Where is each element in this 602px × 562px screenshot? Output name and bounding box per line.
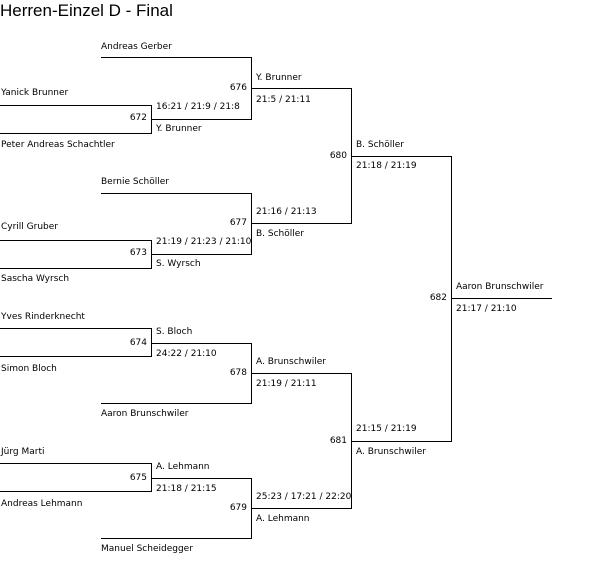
match-number: 675	[129, 473, 147, 483]
final-winner: Aaron Brunschwiler	[456, 282, 544, 292]
match-number: 682	[429, 293, 447, 303]
player-name: Bernie Schöller	[101, 177, 169, 187]
bracket-line-vertical	[251, 478, 252, 539]
bracket-line-vertical	[251, 193, 252, 255]
player-name: Andreas Gerber	[101, 42, 172, 52]
match-score: 16:21 / 21:9 / 21:8	[156, 102, 240, 112]
bracket-line-horizontal	[101, 538, 252, 539]
match-winner: Y. Brunner	[156, 124, 202, 134]
match-number: 678	[229, 368, 247, 378]
player-name: Simon Bloch	[1, 364, 57, 374]
bracket-line-horizontal	[251, 88, 352, 89]
bracket-line-horizontal	[251, 223, 352, 224]
match-number: 680	[329, 151, 347, 161]
match-winner: B. Schöller	[356, 140, 405, 150]
bracket-line-vertical	[251, 343, 252, 404]
match-score: 21:18 / 21:19	[356, 161, 417, 171]
page-title: Herren-Einzel D - Final	[0, 1, 173, 20]
player-name: Jürg Marti	[1, 447, 45, 457]
match-score: 21:18 / 21:15	[156, 484, 217, 494]
bracket-line-vertical	[151, 240, 152, 269]
bracket-line-horizontal	[101, 57, 252, 58]
match-winner: S. Wyrsch	[156, 259, 201, 269]
bracket-line-horizontal	[101, 193, 252, 194]
player-name: Aaron Brunschwiler	[101, 409, 189, 419]
player-name: Yanick Brunner	[1, 88, 69, 98]
bracket-line-horizontal	[451, 298, 552, 299]
bracket-line-horizontal	[251, 508, 352, 509]
bracket-line-vertical	[151, 463, 152, 492]
match-score: 21:17 / 21:10	[456, 304, 517, 314]
match-number: 676	[229, 83, 247, 93]
bracket-line-horizontal	[0, 463, 152, 464]
match-score: 21:16 / 21:13	[256, 207, 317, 217]
match-score: 21:19 / 21:23 / 21:10	[156, 237, 252, 247]
bracket-line-horizontal	[151, 119, 252, 120]
bracket-line-horizontal	[351, 156, 452, 157]
bracket-line-vertical	[151, 328, 152, 357]
bracket-line-horizontal	[0, 133, 152, 134]
bracket-line-horizontal	[251, 373, 352, 374]
bracket-line-horizontal	[151, 343, 252, 344]
match-winner: A. Brunschwiler	[256, 357, 326, 367]
bracket-line-horizontal	[0, 105, 152, 106]
match-number: 672	[129, 113, 147, 123]
bracket-line-vertical	[451, 156, 452, 442]
player-name: Manuel Scheidegger	[101, 544, 193, 554]
match-score: 21:15 / 21:19	[356, 424, 417, 434]
match-number: 677	[229, 218, 247, 228]
match-winner: B. Schöller	[256, 229, 305, 239]
match-score: 24:22 / 21:10	[156, 349, 217, 359]
bracket-line-horizontal	[151, 478, 252, 479]
player-name: Peter Andreas Schachtler	[1, 140, 115, 150]
match-winner: S. Bloch	[156, 327, 193, 337]
bracket-line-horizontal	[0, 268, 152, 269]
player-name: Cyrill Gruber	[1, 222, 59, 232]
bracket-line-vertical	[351, 88, 352, 224]
match-winner: A. Lehmann	[256, 514, 310, 524]
bracket-line-horizontal	[351, 441, 452, 442]
match-winner: Y. Brunner	[256, 73, 302, 83]
bracket-line-vertical	[251, 57, 252, 120]
player-name: Yves Rinderknecht	[1, 312, 85, 322]
match-winner: A. Lehmann	[156, 462, 210, 472]
bracket-line-horizontal	[0, 328, 152, 329]
bracket-line-horizontal	[101, 403, 252, 404]
match-number: 679	[229, 503, 247, 513]
bracket-line-vertical	[351, 373, 352, 509]
match-score: 25:23 / 17:21 / 22:20	[256, 492, 352, 502]
match-score: 21:19 / 21:11	[256, 379, 317, 389]
bracket-line-horizontal	[0, 240, 152, 241]
bracket-line-horizontal	[151, 254, 252, 255]
bracket-line-horizontal	[0, 356, 152, 357]
match-number: 681	[329, 436, 347, 446]
match-number: 674	[129, 338, 147, 348]
match-number: 673	[129, 248, 147, 258]
bracket-line-vertical	[151, 105, 152, 134]
player-name: Andreas Lehmann	[1, 499, 83, 509]
player-name: Sascha Wyrsch	[1, 274, 70, 284]
match-score: 21:5 / 21:11	[256, 95, 311, 105]
match-winner: A. Brunschwiler	[356, 447, 426, 457]
bracket-line-horizontal	[0, 491, 152, 492]
